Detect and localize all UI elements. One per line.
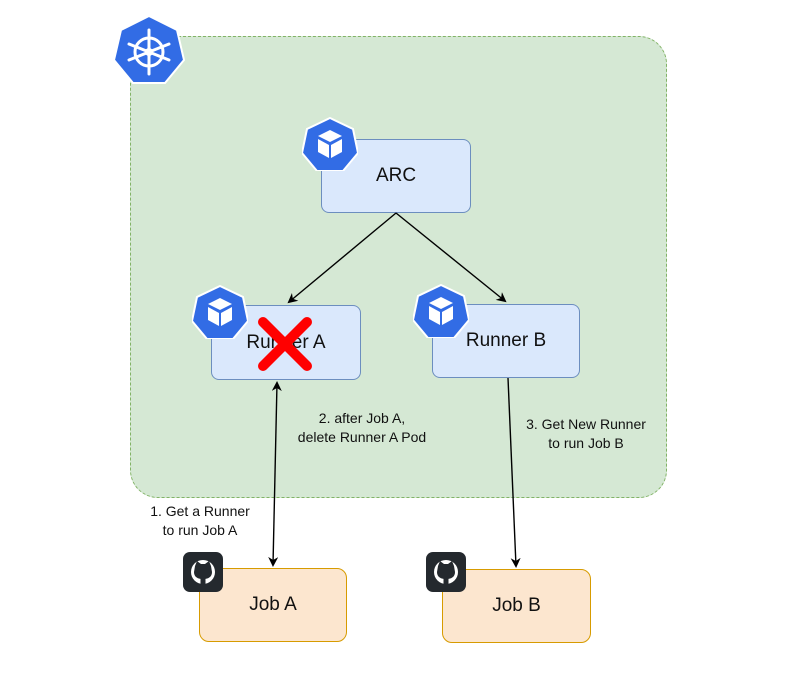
pod-cube-icon-arc: [302, 117, 358, 171]
edge-label-after-job-a-delete: 2. after Job A, delete Runner A Pod: [297, 410, 427, 445]
pod-cube-icon-runner-b: [413, 284, 469, 338]
edge-runner-a-job-a: [268, 381, 282, 567]
job-a-node-label: Job A: [249, 594, 297, 615]
edge-runner-b-to-job-b: [507, 377, 521, 568]
arc-node-label: ARC: [375, 165, 417, 186]
job-b-node-label: Job B: [492, 595, 541, 616]
kubernetes-helm-icon: [112, 14, 186, 84]
runner-b-node-label: Runner B: [465, 330, 547, 351]
edge-label-get-runner-job-a: 1. Get a Runner to run Job A: [150, 503, 250, 538]
pod-cube-icon-runner-a: [192, 285, 248, 339]
edge-arc-to-runner-a: [287, 212, 397, 304]
edge-arc-to-runner-b: [395, 212, 507, 303]
github-icon-job-b: [426, 552, 466, 592]
job-b-node: Job B: [442, 569, 591, 643]
github-icon-job-a: [183, 552, 223, 592]
edge-label-get-new-runner-job-b: 3. Get New Runner to run Job B: [526, 416, 646, 451]
kubernetes-cluster: [130, 36, 667, 498]
job-a-node: Job A: [199, 568, 347, 642]
red-x-icon: [258, 317, 312, 371]
